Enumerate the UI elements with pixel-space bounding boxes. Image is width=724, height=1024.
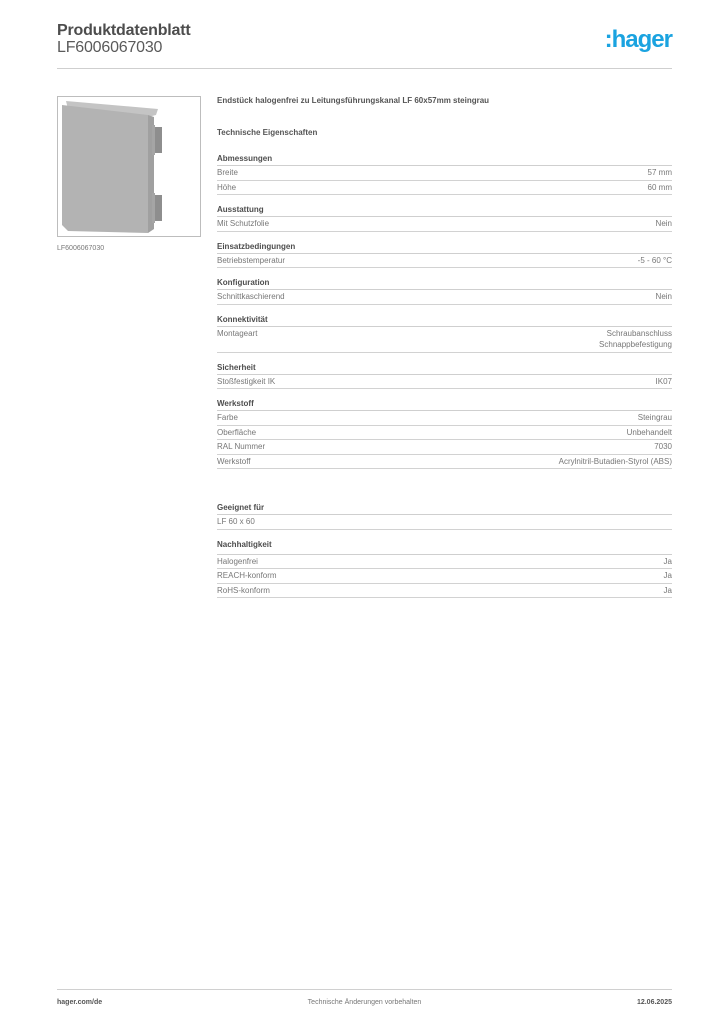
spec-value: Nein [655,292,672,301]
spec-value: Ja [663,556,672,566]
product-description: Endstück halogenfrei zu Leitungsführungs… [217,96,490,105]
group-konnektivitaet: Konnektivität Montageart Schraubanschlus… [217,314,672,353]
spec-label: REACH-konform [217,571,277,580]
group-konfiguration: Konfiguration Schnittkaschierend Nein [217,277,672,305]
spec-label: Oberfläche [217,427,257,437]
group-title: Abmessungen [217,153,672,166]
spec-row: Farbe Steingrau [217,411,672,426]
spec-label: Werkstoff [217,456,251,466]
spec-row: Halogenfrei Ja [217,555,672,569]
spec-label: Breite [217,168,238,177]
spec-value: -5 - 60 °C [637,255,672,265]
spec-value: Ja [663,571,672,580]
spec-row: RoHS-konform Ja [217,584,672,598]
spec-label: Farbe [217,413,238,422]
section-title: Technische Eigenschaften [217,128,318,137]
spec-row: Schnittkaschierend Nein [217,290,672,305]
spacer [217,478,672,502]
end-cap-product-icon [62,101,162,233]
group-title: Nachhaltigkeit [217,539,672,555]
spec-value: Acrylnitril-Butadien-Styrol (ABS) [558,456,672,466]
spec-row: Breite 57 mm [217,166,672,181]
group-abmessungen: Abmessungen Breite 57 mm Höhe 60 mm [217,153,672,195]
product-image [57,96,201,237]
spec-row: Mit Schutzfolie Nein [217,217,672,232]
group-title: Geeignet für [217,502,672,515]
page-title: Produktdatenblatt [57,22,191,39]
spec-content: Endstück halogenfrei zu Leitungsführungs… [217,96,672,607]
spec-row: Oberfläche Unbehandelt [217,426,672,440]
spec-label: Mit Schutzfolie [217,219,270,228]
footer-website-link[interactable]: hager.com/de [57,999,103,1006]
hager-logo: :hager [604,26,673,53]
spec-label: Halogenfrei [217,556,258,566]
spec-value: Unbehandelt [626,427,672,437]
spec-value: 7030 [654,442,672,451]
spec-row: RAL Nummer 7030 [217,440,672,455]
spec-row: Werkstoff Acrylnitril-Butadien-Styrol (A… [217,455,672,469]
group-geeignet-fuer: Geeignet für LF 60 x 60 [217,502,672,530]
group-sicherheit: Sicherheit Stoßfestigkeit IK IK07 [217,362,672,389]
spec-value: Schnappbefestigung [599,339,672,349]
spec-label: LF 60 x 60 [217,517,255,526]
spec-label: RAL Nummer [217,442,266,451]
page-footer: hager.com/de Technische Änderungen vorbe… [57,989,672,1013]
group-einsatzbedingungen: Einsatzbedingungen Betriebstemperatur -5… [217,241,672,268]
spec-row: Montageart Schraubanschluss Schnappbefes… [217,327,672,353]
group-ausstattung: Ausstattung Mit Schutzfolie Nein [217,204,672,232]
spec-value: Steingrau [637,413,672,422]
spec-row: Betriebstemperatur -5 - 60 °C [217,254,672,268]
group-werkstoff: Werkstoff Farbe Steingrau Oberfläche Unb… [217,398,672,469]
group-title: Ausstattung [217,204,672,217]
group-title: Einsatzbedingungen [217,241,672,254]
group-title: Konnektivität [217,314,672,327]
group-title: Sicherheit [217,362,672,375]
group-nachhaltigkeit: Nachhaltigkeit Halogenfrei Ja REACH-konf… [217,539,672,598]
article-number: LF6006067030 [57,39,163,56]
spec-row: REACH-konform Ja [217,569,672,584]
spec-label: Montageart [217,328,258,338]
spec-row: LF 60 x 60 [217,515,672,530]
spec-value: Nein [655,219,672,228]
spec-value: Ja [663,585,672,595]
page-header: Produktdatenblatt LF6006067030 :hager [57,20,673,69]
spec-label: Stoßfestigkeit IK [217,376,276,386]
footer-date: 12.06.2025 [636,999,672,1006]
group-title: Konfiguration [217,277,672,290]
spec-label: Schnittkaschierend [217,292,285,301]
group-title: Werkstoff [217,398,672,411]
spec-row: Höhe 60 mm [217,181,672,195]
spec-label: RoHS-konform [217,585,270,595]
spec-value: 57 mm [647,168,672,177]
image-caption: LF6006067030 [57,245,105,252]
spec-label: Höhe [217,182,237,192]
footer-notice: Technische Änderungen vorbehalten [307,999,422,1006]
spec-value: IK07 [655,376,672,386]
spec-row: Stoßfestigkeit IK IK07 [217,375,672,389]
spec-label: Betriebstemperatur [217,255,286,265]
spec-value: 60 mm [647,182,672,192]
spec-value: Schraubanschluss [606,328,672,338]
